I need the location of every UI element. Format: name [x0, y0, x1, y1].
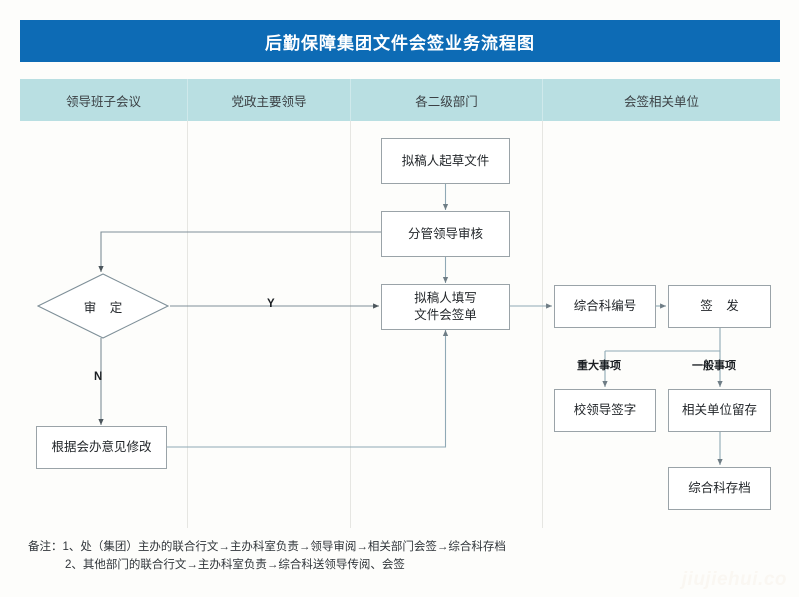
- node-general-office-numbering[interactable]: 综合科编号: [554, 285, 656, 328]
- node-school-leader-signature[interactable]: 校领导签字: [554, 389, 656, 432]
- footer-note-1-text: 1、处（集团）主办的联合行文→主办科室负责→领导审阅→相关部门会签→综合科存档: [62, 541, 506, 553]
- node-decision-label: 审 定: [83, 300, 128, 315]
- node-decision-approval[interactable]: 审 定: [37, 273, 169, 339]
- node-fill-cosign-form[interactable]: 拟稿人填写 文件会签单: [381, 284, 510, 330]
- footer-note-2: 2、其他部门的联合行文→主办科室负责→综合科送领导传阅、会签: [65, 559, 405, 572]
- edge-label-major-matters: 重大事项: [577, 360, 621, 372]
- lane-header-cosign-units: 会签相关单位: [542, 79, 780, 121]
- node-revise-per-opinions[interactable]: 根据会办意见修改: [36, 426, 167, 469]
- lane-header-party-leaders: 党政主要领导: [187, 79, 350, 121]
- lane-divider-2: [350, 121, 351, 528]
- swimlane-header: 领导班子会议 党政主要领导 各二级部门 会签相关单位: [20, 79, 780, 121]
- node-fill-cosign-form-line1: 拟稿人填写: [414, 291, 477, 306]
- node-fill-cosign-form-line2: 文件会签单: [414, 308, 477, 322]
- lane-header-departments: 各二级部门: [350, 79, 542, 121]
- edge-label-general-matters: 一般事项: [692, 360, 736, 372]
- node-issue-document[interactable]: 签 发: [668, 285, 771, 328]
- page-title: 后勤保障集团文件会签业务流程图: [20, 20, 780, 62]
- node-draft-document[interactable]: 拟稿人起草文件: [381, 138, 510, 184]
- node-related-unit-retain[interactable]: 相关单位留存: [668, 389, 771, 432]
- edge-label-no: N: [94, 371, 103, 383]
- node-general-office-archive[interactable]: 综合科存档: [668, 467, 771, 510]
- watermark-text: jiujiehui.co: [681, 569, 787, 590]
- edge-label-yes: Y: [267, 298, 275, 310]
- lane-divider-3: [542, 121, 543, 528]
- footer-note-1: 备注：1、处（集团）主办的联合行文→主办科室负责→领导审阅→相关部门会签→综合科…: [28, 538, 768, 556]
- footer-note-label: 备注：: [28, 541, 63, 553]
- lane-header-leadership-meeting: 领导班子会议: [65, 94, 141, 109]
- node-supervisor-review[interactable]: 分管领导审核: [381, 211, 510, 257]
- lane-divider-1: [187, 121, 188, 528]
- footer-notes: 备注：1、处（集团）主办的联合行文→主办科室负责→领导审阅→相关部门会签→综合科…: [28, 538, 768, 575]
